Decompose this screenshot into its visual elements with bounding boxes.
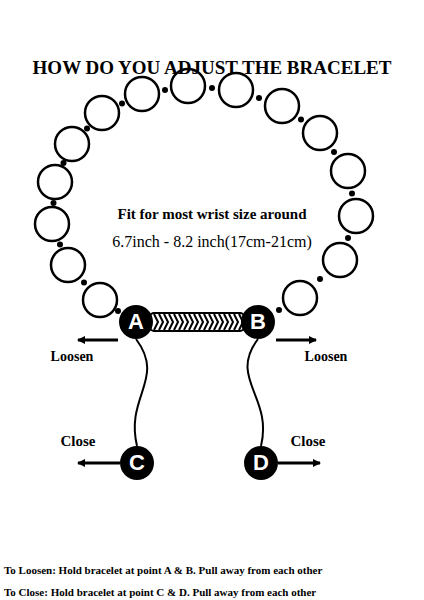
spacer-dot [57, 242, 63, 248]
bead [83, 283, 117, 317]
spacer-dot [84, 126, 90, 132]
knot-wrap [164, 314, 168, 330]
bead [265, 89, 299, 123]
instruction: To Loosen: Hold bracelet at point A & B.… [4, 564, 322, 576]
spacer-dot [209, 85, 215, 91]
bead [283, 281, 317, 315]
spacer-dot [81, 280, 87, 286]
cord [135, 339, 147, 446]
knot-wrap [209, 314, 213, 330]
spacer-dot [345, 235, 351, 241]
point-letter: A [128, 311, 144, 333]
spacer-dot [162, 87, 168, 93]
bead [35, 207, 69, 241]
title: HOW DO YOU ADJUST THE BRACELET [33, 57, 392, 79]
bead-string [35, 69, 373, 317]
point-marker: C [120, 446, 154, 480]
spacer-dot [119, 101, 125, 107]
action-label: Loosen [51, 349, 94, 365]
knot-wrap [214, 314, 218, 330]
action-label: Close [61, 433, 96, 450]
knot-wrap [159, 314, 163, 330]
spacer-dot [331, 149, 337, 155]
close-arrow [278, 462, 320, 465]
close-arrow [78, 462, 120, 465]
bead [303, 116, 337, 150]
bead [55, 127, 89, 161]
bead [51, 248, 85, 282]
knot-wrap [224, 314, 228, 330]
knot-wrap [194, 314, 198, 330]
knot-wrap [184, 314, 188, 330]
knot-wrap [189, 314, 193, 330]
bead [219, 73, 253, 107]
knot-body [150, 313, 244, 331]
knot-wrap [174, 314, 178, 330]
knot-wrap [229, 314, 233, 330]
size-range: 6.7inch - 8.2 inch(17cm-21cm) [112, 233, 312, 251]
bead [38, 165, 72, 199]
knot-wrap [234, 314, 238, 330]
spacer-dot [349, 191, 355, 197]
bead [339, 199, 373, 233]
point-letter: B [250, 311, 266, 333]
spacer-dot [317, 276, 323, 282]
action-label: Loosen [305, 349, 348, 365]
knot-wrap [199, 314, 203, 330]
point-marker: A [119, 305, 153, 339]
sliding-knot [150, 313, 244, 331]
point-letter: D [253, 452, 269, 474]
spacer-dot [256, 95, 262, 101]
spacer-dot [276, 307, 282, 313]
loosen-arrow [78, 339, 118, 342]
action-label: Close [291, 433, 326, 450]
bead [125, 77, 159, 111]
bead [85, 96, 119, 130]
bead [323, 243, 357, 277]
point-marker: D [244, 446, 278, 480]
instruction: To Close: Hold bracelet at point C & D. … [4, 586, 316, 598]
point-letter: C [129, 452, 145, 474]
knot-wrap [154, 314, 158, 330]
knot-wrap [219, 314, 223, 330]
spacer-dot [51, 200, 57, 206]
point-marker: B [241, 305, 275, 339]
fit-note: Fit for most wrist size around [117, 206, 306, 223]
knot-wrap [179, 314, 183, 330]
spacer-dot [298, 117, 304, 123]
bead [331, 154, 365, 188]
cord [247, 339, 263, 446]
knot-wrap [169, 314, 173, 330]
loosen-arrow [276, 339, 316, 342]
knot-wrap [204, 314, 208, 330]
